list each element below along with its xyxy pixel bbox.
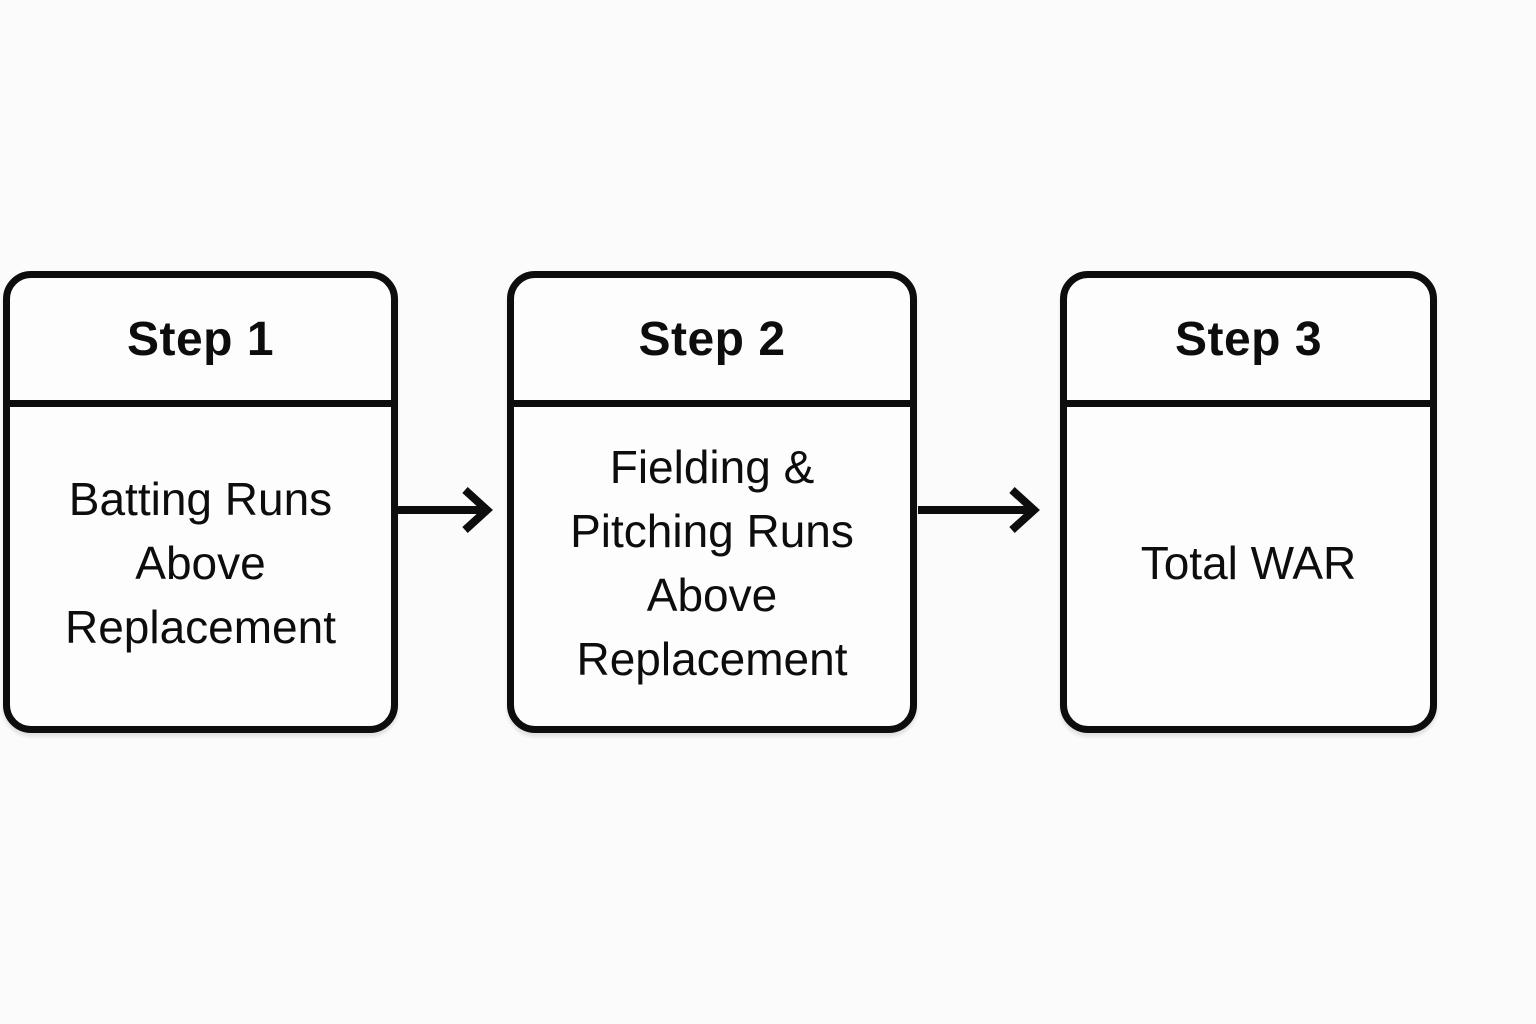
step-3-body: Total WAR xyxy=(1067,407,1430,726)
step-2-header: Step 2 xyxy=(514,278,910,407)
step-3-title: Step 3 xyxy=(1174,312,1323,366)
step-1-body: Batting Runs Above Replacement xyxy=(10,407,391,726)
step-2-title: Step 2 xyxy=(638,312,786,366)
step-card-3: Step 3 Total WAR xyxy=(1060,271,1437,733)
step-2-body-label: Fielding & Pitching Runs Above Replaceme… xyxy=(570,440,854,685)
step-1-body-label: Batting Runs Above Replacement xyxy=(64,472,337,653)
step-card-2: Step 2 Fielding & Pitching Runs Above Re… xyxy=(507,271,917,733)
step-2-body: Fielding & Pitching Runs Above Replaceme… xyxy=(514,407,910,726)
arrow-right-icon xyxy=(397,480,497,540)
step-1-title: Step 1 xyxy=(126,312,275,366)
step-1-header: Step 1 xyxy=(10,278,391,407)
step-card-1: Step 1 Batting Runs Above Replacement xyxy=(3,271,398,733)
step-3-body-label: Total WAR xyxy=(1140,536,1357,589)
arrow-right-icon xyxy=(918,480,1044,540)
step-3-header: Step 3 xyxy=(1067,278,1430,407)
